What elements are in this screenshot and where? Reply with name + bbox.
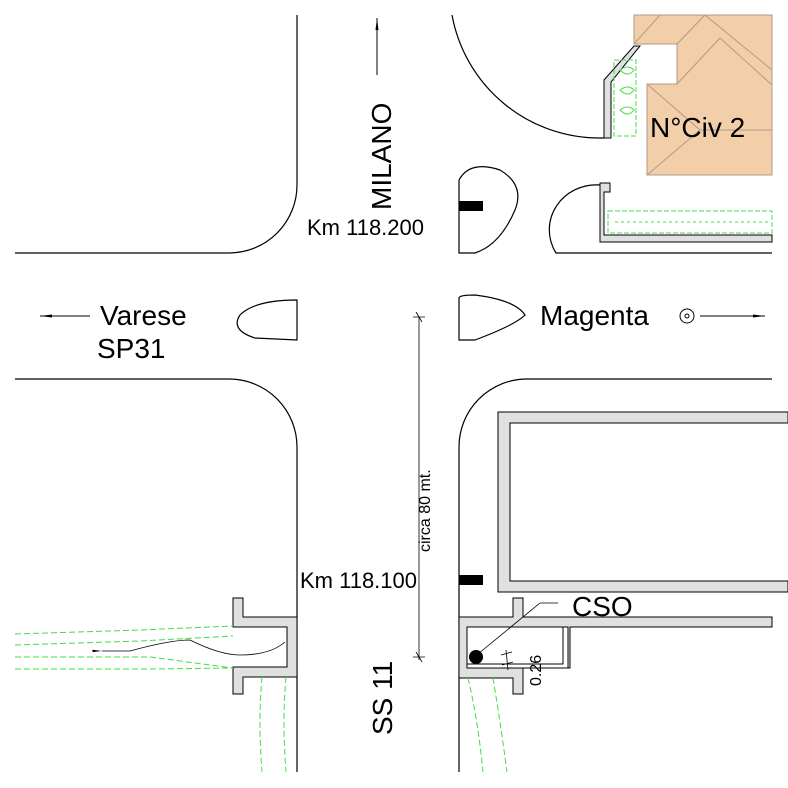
label-varese: Varese: [100, 300, 187, 331]
road-edge-se: [458, 378, 772, 772]
walls-top-right: [599, 45, 773, 243]
outfall-structure: [92, 597, 298, 695]
label-milano: MILANO: [366, 103, 397, 210]
vegetation-bottom: [14, 625, 508, 773]
island-east: [458, 294, 526, 341]
road-edge-ne: [451, 14, 604, 139]
label-distance: circa 80 mt.: [417, 469, 434, 552]
label-km-north: Km 118.200: [307, 215, 424, 240]
label-magenta: Magenta: [540, 300, 649, 331]
building-south-east: [458, 411, 788, 695]
label-civic-number: N°Civ 2: [650, 112, 745, 143]
distance-dimension: [413, 311, 425, 663]
island-west: [236, 299, 298, 341]
road-edge-nw: [15, 15, 298, 254]
km-marker-north-icon: [459, 201, 483, 211]
km-marker-south-icon: [459, 575, 483, 585]
traffic-islands: [236, 166, 526, 341]
target-icon: [679, 308, 695, 324]
island-north: [458, 166, 519, 254]
label-dimension: 0.26: [528, 655, 545, 686]
label-km-south: Km 118.100: [300, 568, 417, 593]
label-sp31: SP31: [97, 333, 166, 364]
label-ss11: SS 11: [367, 661, 398, 735]
cso-chamber: [466, 626, 569, 669]
road-edge-e: [548, 184, 772, 254]
road-edges: [15, 14, 772, 772]
road-edge-sw: [15, 378, 298, 772]
vegetation-top: [607, 59, 773, 234]
label-cso: CSO: [572, 591, 633, 622]
cso-marker-icon: [469, 650, 483, 664]
building-civ-2: [633, 14, 773, 176]
